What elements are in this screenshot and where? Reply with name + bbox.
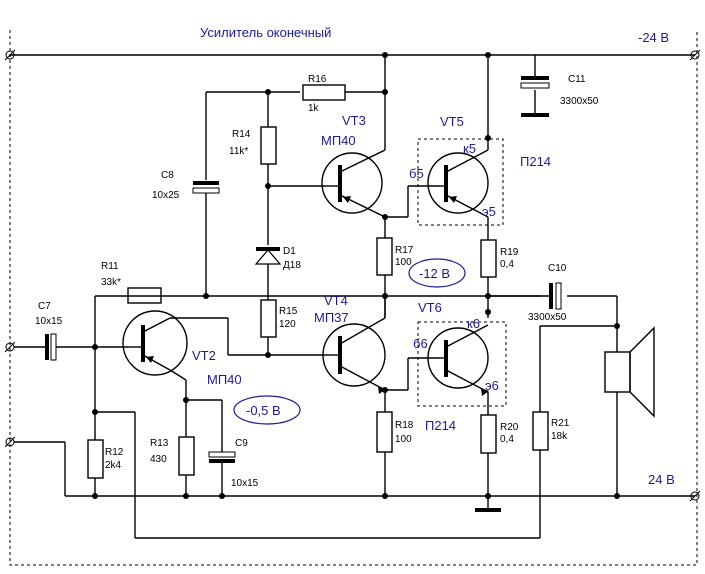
c8-value: 10x25 (152, 190, 180, 201)
vt4-type: МП37 (314, 310, 349, 325)
dashed-frame (9, 30, 698, 566)
r19-ref: R19 (500, 247, 519, 258)
vt6-type: П214 (425, 418, 456, 433)
r17-resistor (376, 237, 393, 276)
r20-ref: R20 (500, 422, 519, 433)
r21-resistor (532, 411, 549, 451)
c7-ref: C7 (38, 301, 51, 312)
r20-value: 0,4 (500, 434, 514, 445)
vt6-collector: к6 (467, 316, 480, 331)
supply-bottom-label: 24 В (648, 472, 675, 487)
r13-ref: R13 (150, 438, 169, 449)
r14-ref: R14 (232, 129, 251, 140)
c8-ref: C8 (161, 170, 174, 181)
vt6-base: б6 (413, 336, 428, 351)
r14-resistor (260, 126, 277, 165)
r15-resistor (260, 299, 277, 338)
speaker-icon (604, 326, 655, 418)
vt2-ref: VT2 (192, 348, 216, 363)
c7-value: 10x15 (35, 316, 63, 327)
vt2-voltage-oval (233, 395, 301, 425)
vt3-type: МП40 (321, 133, 356, 148)
vt5-transistor (427, 149, 489, 218)
vt3-transistor (321, 149, 386, 218)
vt3-ref: VT3 (342, 113, 366, 128)
d1-ref: D1 (283, 246, 296, 257)
r13-resistor (178, 436, 195, 476)
r16-resistor (302, 84, 346, 101)
vt5-emitter: э5 (482, 204, 496, 219)
c9-capacitor (208, 451, 236, 463)
r21-value: 18k (551, 431, 568, 442)
r17-ref: R17 (395, 245, 414, 256)
c10-capacitor (549, 282, 562, 310)
c11-ref: C11 (568, 74, 586, 85)
r16-value: 1k (308, 103, 320, 114)
vt6-emitter: э6 (485, 378, 499, 393)
r21-ref: R21 (551, 418, 570, 429)
r12-resistor (87, 439, 104, 479)
d1-diode (254, 247, 282, 265)
vt4-transistor (322, 317, 386, 394)
junction-dots (92, 52, 620, 499)
r13-value: 430 (150, 454, 167, 465)
terminal-symbols (4, 49, 701, 502)
c11-capacitor (520, 76, 550, 89)
c9-value: 10x15 (231, 478, 259, 489)
r19-value: 0,4 (500, 259, 514, 270)
c8-capacitor (192, 181, 220, 194)
r16-ref: R16 (308, 74, 327, 85)
r19-resistor (480, 239, 497, 278)
c7-capacitor (45, 333, 57, 361)
vt2-type: МП40 (207, 372, 242, 387)
r14-value: 11k* (229, 146, 248, 157)
vt2-transistor (122, 310, 188, 376)
c10-ref: C10 (548, 263, 567, 274)
vt5-type: П214 (520, 154, 551, 169)
vt5-dashed-box (417, 138, 504, 226)
r15-ref: R15 (279, 306, 298, 317)
page-title: Усилитель оконечный (200, 25, 331, 40)
c9-ref: C9 (235, 438, 248, 449)
r18-value: 100 (395, 434, 412, 445)
mid-voltage: -12 В (419, 266, 450, 281)
vt5-ref: VT5 (440, 114, 464, 129)
vt4-ref: VT4 (324, 293, 348, 308)
r12-ref: R12 (105, 447, 124, 458)
c10-value: 3300x50 (528, 312, 567, 323)
vt5-collector: к5 (463, 141, 476, 156)
vt6-dashed-box (417, 321, 507, 407)
r11-resistor (127, 287, 162, 304)
supply-top-label: -24 В (638, 30, 669, 45)
r18-resistor (376, 411, 393, 453)
d1-type: Д18 (283, 260, 301, 271)
mid-voltage-oval (408, 258, 466, 288)
r12-value: 2k4 (105, 460, 122, 471)
r11-value: 33k* (101, 277, 121, 288)
r17-value: 100 (395, 257, 412, 268)
r18-ref: R18 (395, 420, 414, 431)
vt5-base: б5 (409, 166, 424, 181)
vt2-voltage: -0,5 В (246, 403, 281, 418)
vt6-ref: VT6 (418, 300, 442, 315)
r11-ref: R11 (101, 261, 119, 272)
r15-value: 120 (279, 319, 296, 330)
vt6-transistor (427, 324, 489, 396)
r20-resistor (480, 414, 497, 454)
c11-value: 3300x50 (560, 96, 599, 107)
